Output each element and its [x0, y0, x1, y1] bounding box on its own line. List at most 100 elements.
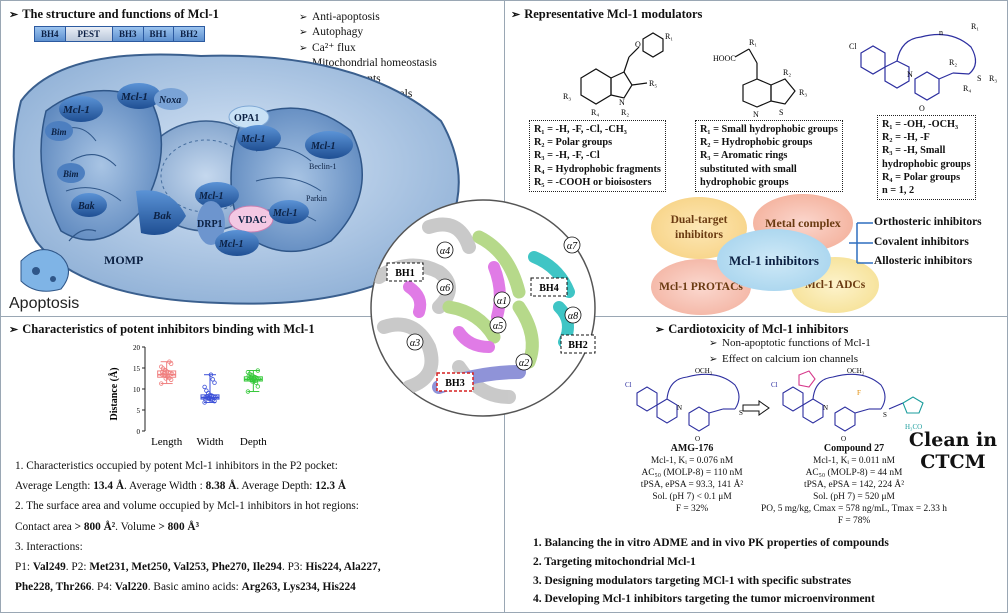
amide-bond [938, 72, 954, 80]
inhibitor-types: Orthosteric inhibitors Covalent inhibito… [874, 213, 982, 272]
future-direction-item: 1. Balancing the in vitro ADME and in vi… [533, 537, 889, 549]
domain-bh3: BH3 [113, 27, 144, 41]
amg176-line: F = 32% [675, 504, 709, 514]
chart-point [212, 380, 217, 385]
label-r2: R₂ [783, 68, 791, 77]
bond [888, 402, 904, 410]
substituents-thienopyridine: R₁ = Small hydrophobic groups R₂ = Hydro… [695, 120, 843, 193]
chart-point [245, 389, 251, 394]
atom-n: N [907, 70, 913, 79]
ring [656, 398, 678, 424]
label-hooc: HOOC [713, 54, 736, 63]
atom-cl: Cl [625, 381, 632, 389]
label-drp1: DRP1 [197, 219, 223, 230]
indole-benzene-ring [580, 68, 612, 105]
chart-point [204, 388, 209, 393]
atom-s: S [739, 409, 743, 417]
label-r1: R₁ [749, 38, 757, 47]
helix-green [472, 230, 526, 299]
protein-mcl1 [117, 83, 161, 109]
atom-n: N [677, 404, 682, 412]
bullet-arrow-icon: ➢ [655, 324, 665, 336]
pocket-label-bh2: BH2 [568, 340, 587, 351]
substituents-indole: R₁ = -H, -F, -Cl, -CH₃ R₂ = Polar groups… [529, 120, 666, 193]
label-mcl1: Mcl-1 [218, 239, 243, 250]
scaffold-macrocycle: Cl N O S R₁ R₂ R₃ R₄ n [849, 22, 997, 113]
chart-y-tick-label: 20 [133, 344, 141, 352]
chart-point [255, 368, 261, 373]
chart-point [202, 384, 207, 390]
modality-center-mcl1-inhibitors: Mcl-1 inhibitors [717, 229, 831, 291]
label-mcl1: Mcl-1 [272, 208, 297, 219]
atom-cl: Cl [849, 42, 857, 51]
substituents-macrocycle: R₁ = -OH, -OCH₃ R₂ = -H, -F R₃ = -H, Sma… [877, 115, 976, 201]
bracket-icon [849, 222, 873, 264]
amg176-line: tPSA, ePSA = 93.3, 141 Å² [640, 480, 744, 490]
chart-y-tick-label: 10 [133, 386, 141, 394]
atom-s: S [977, 74, 981, 83]
label-mcl1: Mcl-1 [62, 104, 90, 116]
future-direction-item: 2. Targeting mitochondrial Mcl-1 [533, 555, 696, 568]
atom-s: S [779, 108, 783, 117]
bullet-arrow-icon: ➢ [9, 324, 19, 336]
protein-bim [57, 163, 85, 183]
label-parkin: Parkin [306, 194, 327, 203]
chart-point [167, 359, 172, 364]
label-beclin: Beclin-1 [309, 162, 337, 171]
label-bak: Bak [77, 201, 95, 212]
pocket-box-bh1 [386, 262, 424, 282]
pocket-label-bh3: BH3 [445, 378, 464, 389]
domain-bh2: BH2 [174, 27, 204, 41]
compound27-line: Mcl-1, Kᵢ = 0.011 nM [813, 456, 895, 466]
label-och3: OCH₃ [695, 367, 713, 375]
protein-mcl1 [305, 131, 353, 159]
label-opa1: OPA1 [234, 113, 259, 124]
chart-point [246, 373, 252, 379]
text-line: 1. Characteristics occupied by potent Mc… [15, 460, 338, 472]
protein-mcl1 [59, 96, 103, 122]
compound27-line: PO, 5 mg/kg, Cmax = 578 ng/mL, Tmax = 2.… [761, 504, 947, 514]
panel-title-cardiotoxicity: ➢Cardiotoxicity of Mcl-1 inhibitors [655, 322, 848, 337]
helix-marker [436, 241, 454, 259]
panel-title-cardiotoxicity-text: Cardiotoxicity of Mcl-1 inhibitors [668, 322, 849, 336]
chart-category-label: Length [151, 436, 183, 448]
aryl-ring [860, 45, 886, 75]
helix-label: α1 [497, 296, 507, 307]
inhibitor-type-item: Orthosteric inhibitors [874, 216, 982, 228]
domain-bh1: BH1 [143, 27, 175, 41]
chart-point [159, 369, 165, 374]
label-r2: R₂ [949, 58, 957, 67]
helix-label: α5 [493, 321, 503, 332]
atom-cl: Cl [771, 381, 778, 389]
compound27-line: AC₅₀ (MOLP-8) = 44 nM [805, 468, 903, 478]
panel-title-characteristics-text: Characteristics of potent inhibitors bin… [22, 322, 315, 336]
helix-marker [515, 353, 533, 371]
inhibitor-type-item: Covalent inhibitors [874, 235, 969, 248]
chart-point [210, 377, 215, 382]
protein-bak [71, 193, 107, 217]
compound27-name: Compound 27 [823, 443, 885, 454]
panel-title-characteristics: ➢Characteristics of potent inhibitors bi… [9, 322, 315, 337]
helix-label: α4 [440, 246, 450, 257]
function-item: ➢Ca²⁺ flux [299, 41, 437, 56]
amg176-line: Sol. (pH 7) < 0.1 μM [652, 492, 732, 502]
future-directions-list: 1. Balancing the in vitro ADME and in vi… [533, 534, 889, 609]
cell-illustration: Mcl-1 Mcl-1 Noxa Bim Bim Bak Bak OPA1 Mc… [12, 53, 460, 305]
ring [636, 386, 658, 412]
chart-point [159, 364, 164, 369]
helix-grey [452, 360, 516, 404]
atom-n: N [753, 110, 759, 119]
helix-grey [377, 317, 439, 394]
helix-label: α7 [567, 241, 578, 252]
helix-marker [406, 333, 424, 351]
macrocycle-chain [812, 373, 886, 410]
amg176-name: AMG-176 [670, 443, 714, 454]
atom-o: O [695, 435, 700, 443]
macrocycle-chain [896, 34, 977, 75]
helix-marker [436, 278, 454, 296]
domain-pest: PEST [65, 27, 114, 41]
arrow-to-apoptosis [68, 229, 97, 242]
